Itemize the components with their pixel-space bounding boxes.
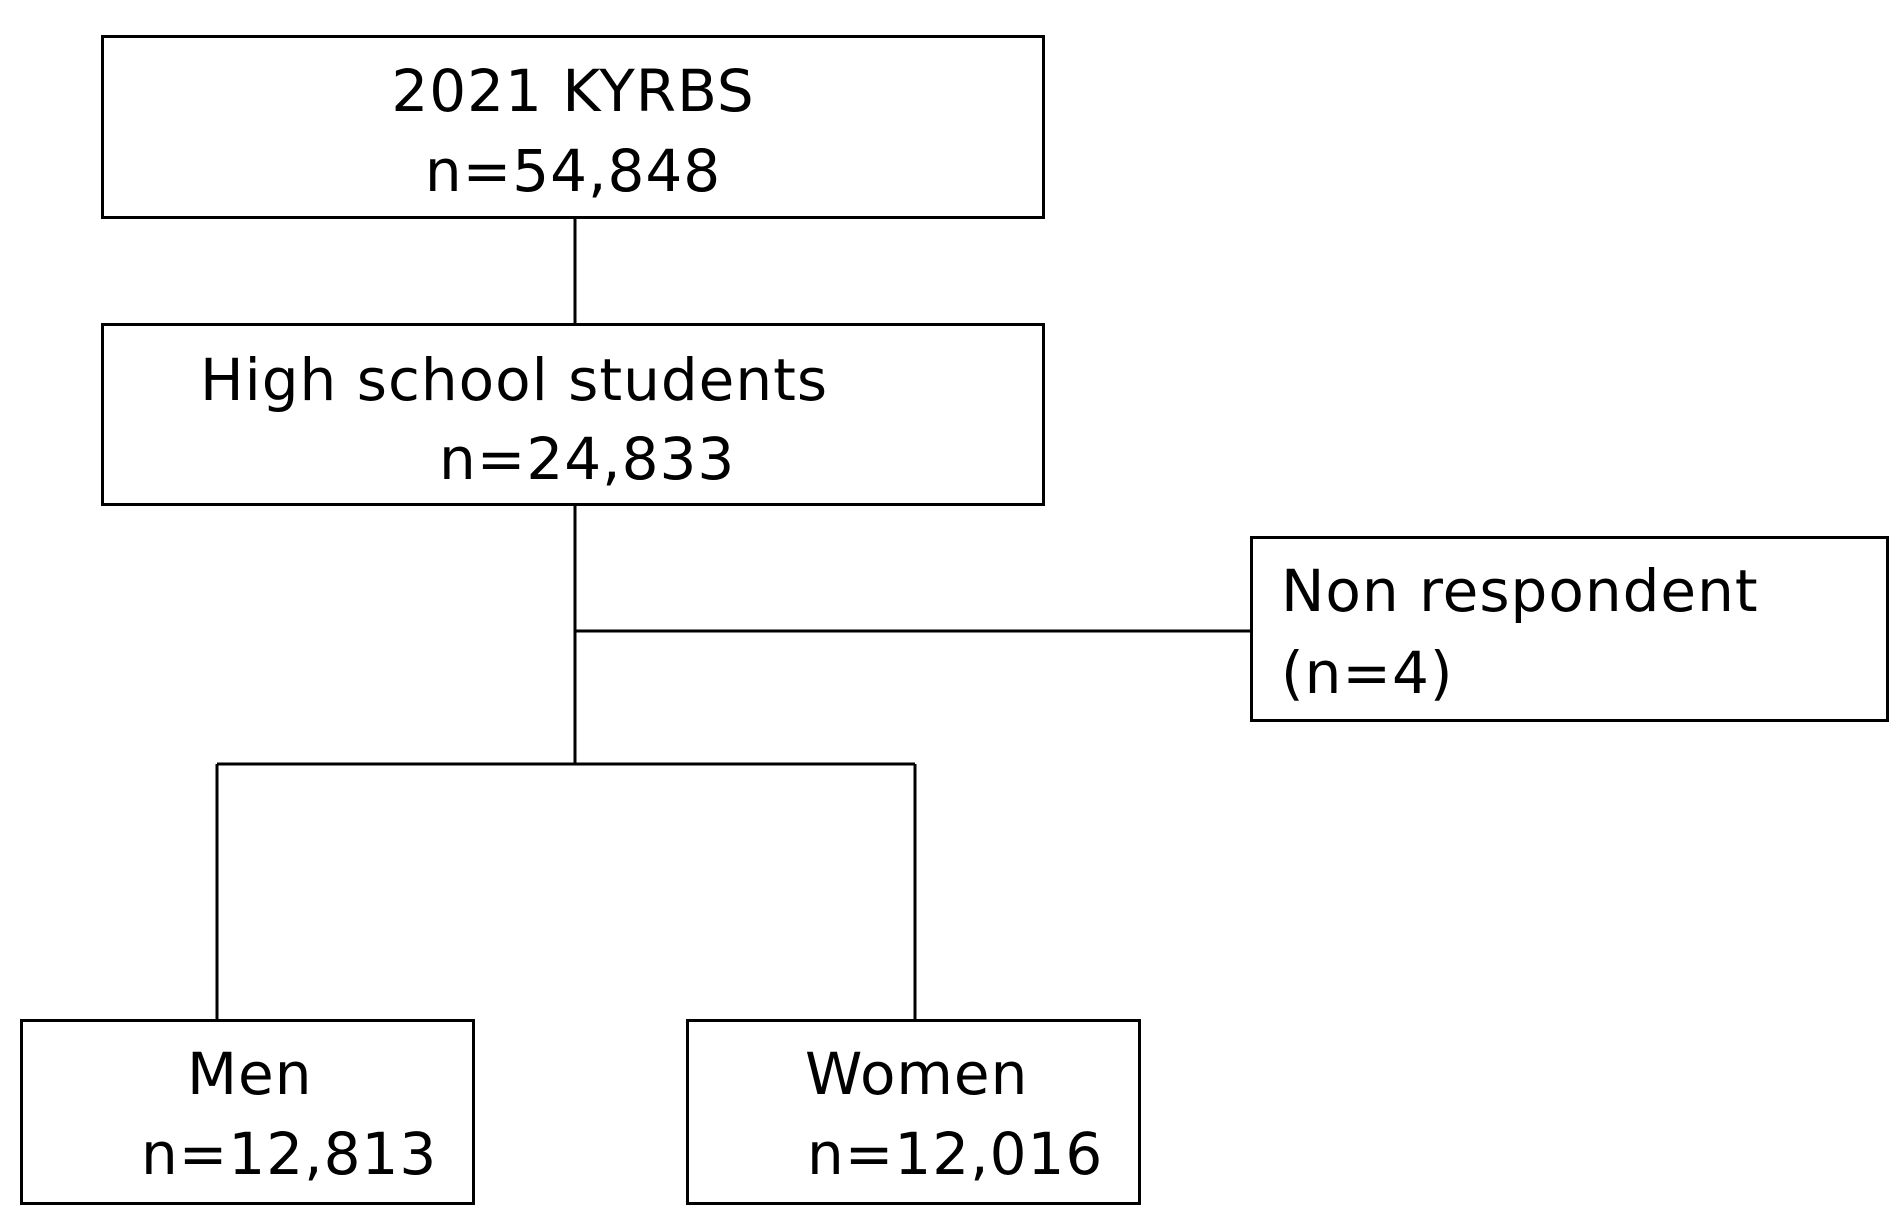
node-women: Women n=12,016 <box>686 1019 1141 1205</box>
node-high-school-count: n=24,833 <box>439 425 736 493</box>
node-men: Men n=12,813 <box>20 1019 475 1205</box>
node-men-count: n=12,813 <box>141 1120 438 1188</box>
node-kyrbs: 2021 KYRBS n=54,848 <box>101 35 1045 219</box>
node-kyrbs-title: 2021 KYRBS <box>391 57 755 125</box>
node-women-count: n=12,016 <box>807 1120 1104 1188</box>
node-high-school-title: High school students <box>200 346 829 414</box>
node-non-respondent-title: Non respondent <box>1281 557 1759 625</box>
node-women-title: Women <box>805 1040 1029 1108</box>
node-non-respondent: Non respondent (n=4) <box>1250 536 1889 722</box>
node-non-respondent-count: (n=4) <box>1281 639 1454 707</box>
node-men-title: Men <box>187 1040 313 1108</box>
node-kyrbs-count: n=54,848 <box>424 137 722 205</box>
node-high-school-students: High school students n=24,833 <box>101 323 1045 506</box>
